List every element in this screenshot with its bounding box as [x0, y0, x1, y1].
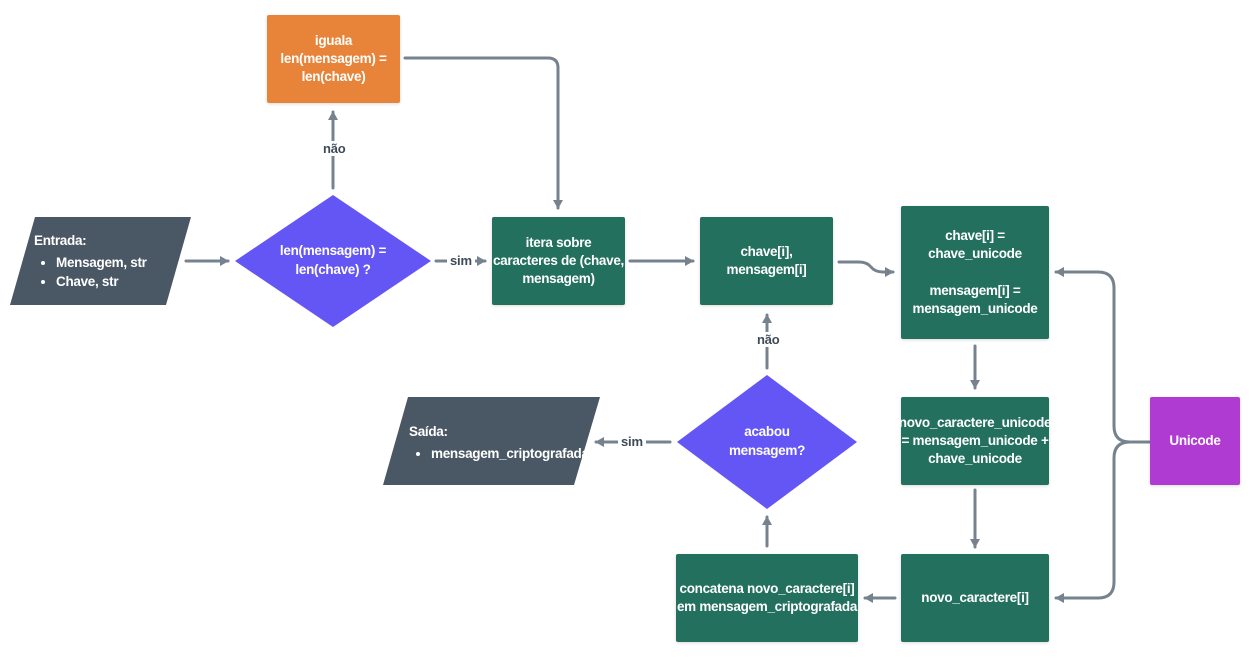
iguala-node[interactable]: iguala len(mensagem) = len(chave) [267, 15, 400, 103]
iguala-line: len(mensagem) = [280, 50, 387, 66]
decisao-len-shape[interactable] [235, 195, 431, 327]
decisao-fim-line: mensagem? [728, 443, 806, 458]
saida-shape[interactable] [383, 397, 600, 485]
novo-caractere-line: novo_caractere[i] [921, 589, 1029, 605]
unicode-conversion-line: mensagem_unicode [912, 300, 1038, 316]
unicode-conversion-line: chave[i] = [945, 228, 1005, 244]
concatena-line: concatena novo_caractere[i] [679, 580, 855, 596]
chave-mensagem-node[interactable]: chave[i], mensagem[i] [700, 217, 833, 305]
decisao-len-label: len(mensagem) = len(chave) ? [255, 235, 411, 287]
concatena-node[interactable]: concatena novo_caractere[i] em mensagem_… [676, 554, 858, 642]
novo-unicode-node[interactable]: novo_caractere_unicode = mensagem_unicod… [898, 397, 1052, 485]
entrada-list: Mensagem, str Chave, str [34, 254, 147, 292]
iguala-line: iguala [314, 32, 353, 48]
edge-label-sim-right: sim [447, 253, 475, 268]
novo-unicode-line: chave_unicode [928, 451, 1022, 467]
edge-chave-to-unicode-conv [837, 260, 895, 277]
saida-item: mensagem_criptografada [431, 445, 589, 464]
itera-node[interactable]: itera sobre caracteres de (chave, mensag… [492, 217, 625, 305]
unicode-node[interactable]: Unicode [1150, 397, 1240, 485]
chave-mensagem-line: mensagem[i] [726, 262, 807, 277]
saida-list: mensagem_criptografada [409, 445, 589, 464]
chave-mensagem-line: chave[i], [740, 243, 793, 259]
itera-line: mensagem) [522, 271, 595, 287]
unicode-conversion-line: chave_unicode [928, 246, 1022, 262]
novo-unicode-line: = mensagem_unicode + [901, 432, 1049, 448]
entrada-shape[interactable] [10, 217, 191, 305]
decisao-fim-line: acabou [744, 424, 790, 440]
decisao-len-line: len(chave) ? [295, 262, 371, 277]
entrada-item: Chave, str [56, 273, 147, 292]
unicode-conversion-line: mensagem[i] = [929, 282, 1021, 298]
entrada-title: Entrada: [34, 233, 87, 248]
iguala-line: len(chave) [301, 69, 366, 85]
itera-line: itera sobre [525, 234, 592, 250]
saida-label: Saída: mensagem_criptografada [409, 423, 589, 464]
edge-unicode-to-unicode-conv [1054, 267, 1152, 444]
decisao-fim-shape[interactable] [677, 375, 857, 509]
decisao-len-line: len(mensagem) = [279, 243, 387, 259]
decisao-fim-label: acabou mensagem? [700, 416, 834, 468]
entrada-label: Entrada: Mensagem, str Chave, str [34, 232, 147, 292]
entrada-item: Mensagem, str [56, 254, 147, 273]
concatena-line: em mensagem_criptografada [676, 599, 858, 614]
unicode-conversion-node[interactable]: chave[i] = chave_unicode mensagem[i] = m… [901, 206, 1049, 339]
itera-line: caracteres de (chave, [492, 252, 625, 268]
edge-unicode-to-novo-caractere [1054, 440, 1132, 603]
novo-unicode-line: novo_caractere_unicode [898, 414, 1052, 430]
saida-title: Saída: [409, 424, 448, 439]
edge-label-sim-left: sim [618, 434, 646, 449]
edge-label-nao-mid: não [754, 332, 783, 347]
edge-label-nao-top: não [320, 141, 349, 156]
edge-iguala-to-itera [403, 56, 563, 210]
novo-caractere-node[interactable]: novo_caractere[i] [901, 554, 1049, 642]
unicode-label: Unicode [1169, 432, 1221, 448]
